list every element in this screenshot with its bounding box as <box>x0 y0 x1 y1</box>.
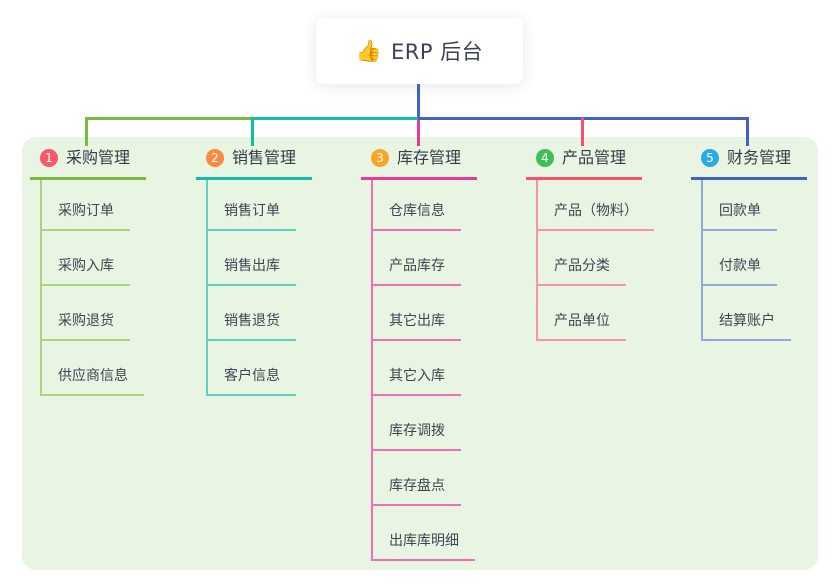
branch-header-purchase: 1 采购管理 <box>30 147 147 180</box>
tree-item: 回款单 <box>703 180 807 231</box>
branch-items: 产品（物料） 产品分类 产品单位 <box>536 180 654 341</box>
tree-item: 产品分类 <box>538 231 654 286</box>
branch-product: 4 产品管理 产品（物料） 产品分类 产品单位 <box>526 147 654 341</box>
tree-item: 销售订单 <box>208 180 312 231</box>
connector-drop-branch3 <box>417 120 420 146</box>
branch-label: 采购管理 <box>66 148 131 167</box>
connector-drop-branch2 <box>251 117 254 146</box>
tree-item: 仓库信息 <box>373 180 477 231</box>
branch-number-badge: 2 <box>206 149 224 167</box>
tree-item: 销售出库 <box>208 231 312 286</box>
tree-item: 客户信息 <box>208 341 312 396</box>
tree-item: 产品单位 <box>538 286 654 341</box>
tree-item: 供应商信息 <box>42 341 146 396</box>
branch-items: 回款单 付款单 结算账户 <box>701 180 807 341</box>
tree-item: 其它入库 <box>373 341 477 396</box>
thumbs-up-icon: 👍 <box>355 38 382 63</box>
tree-item: 库存调拨 <box>373 396 477 451</box>
branch-label: 库存管理 <box>397 148 462 167</box>
connector-drop-branch1 <box>85 117 88 146</box>
tree-item: 结算账户 <box>703 286 807 341</box>
tree-item: 销售退货 <box>208 286 312 341</box>
branch-label: 销售管理 <box>232 148 297 167</box>
branch-header-product: 4 产品管理 <box>526 147 643 180</box>
branch-label: 财务管理 <box>727 148 792 167</box>
connector-root-drop <box>417 84 420 118</box>
branches-panel <box>22 137 818 570</box>
connector-bus-mid <box>252 117 418 120</box>
root-title: ERP 后台 <box>390 40 484 64</box>
branch-inventory: 3 库存管理 仓库信息 产品库存 其它出库 其它入库 库存调拨 库存盘点 出库库… <box>361 147 478 561</box>
branch-sales: 2 销售管理 销售订单 销售出库 销售退货 客户信息 <box>196 147 313 396</box>
tree-item: 采购退货 <box>42 286 146 341</box>
branch-number-badge: 1 <box>40 149 58 167</box>
branch-header-finance: 5 财务管理 <box>691 147 808 180</box>
branch-header-sales: 2 销售管理 <box>196 147 313 180</box>
branch-label: 产品管理 <box>562 148 627 167</box>
root-node: 👍 ERP 后台 <box>316 18 523 84</box>
branch-items: 仓库信息 产品库存 其它出库 其它入库 库存调拨 库存盘点 出库库明细 <box>371 180 477 561</box>
branch-header-inventory: 3 库存管理 <box>361 147 478 180</box>
branch-number-badge: 3 <box>371 149 389 167</box>
tree-item: 产品库存 <box>373 231 477 286</box>
connector-drop-branch5 <box>746 117 749 146</box>
branch-purchase: 1 采购管理 采购订单 采购入库 采购退货 供应商信息 <box>30 147 147 396</box>
branch-items: 销售订单 销售出库 销售退货 客户信息 <box>206 180 312 396</box>
connector-bus-left <box>86 117 252 120</box>
branch-items: 采购订单 采购入库 采购退货 供应商信息 <box>40 180 146 396</box>
tree-item: 库存盘点 <box>373 451 477 506</box>
connector-drop-branch4 <box>581 117 584 146</box>
tree-item: 采购订单 <box>42 180 146 231</box>
tree-item: 采购入库 <box>42 231 146 286</box>
tree-item: 产品（物料） <box>538 180 654 231</box>
branch-finance: 5 财务管理 回款单 付款单 结算账户 <box>691 147 808 341</box>
branch-number-badge: 4 <box>536 149 554 167</box>
tree-item: 出库库明细 <box>373 506 477 561</box>
tree-item: 其它出库 <box>373 286 477 341</box>
tree-item: 付款单 <box>703 231 807 286</box>
branch-number-badge: 5 <box>701 149 719 167</box>
